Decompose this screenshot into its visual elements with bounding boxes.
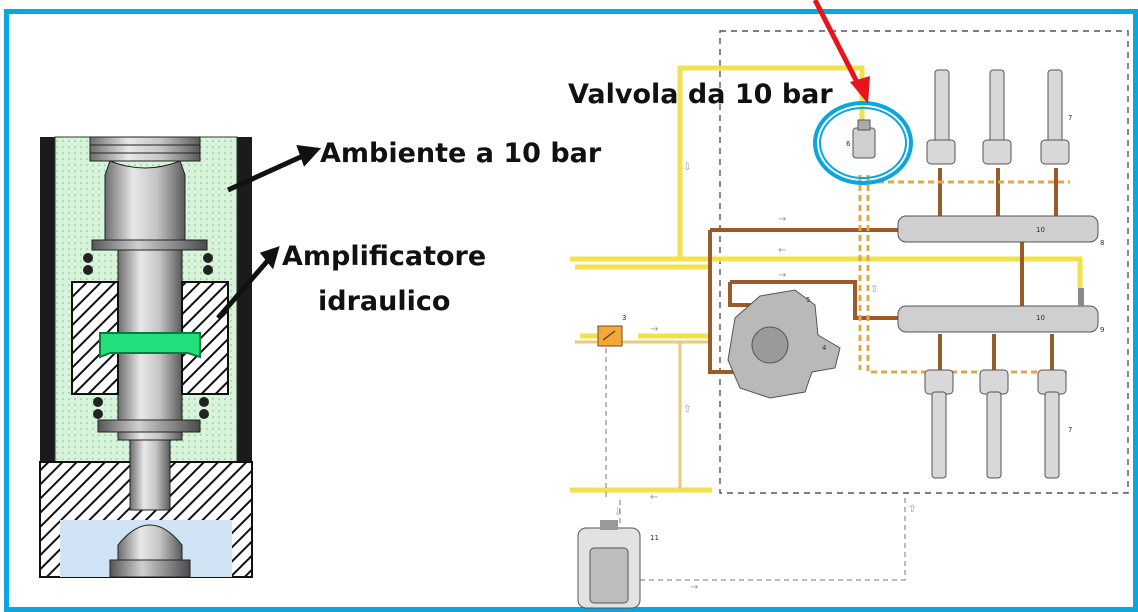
part-number: 4 (822, 344, 827, 352)
amplifier-label-line1: Amplificatore (282, 241, 487, 272)
ambient-label: Ambiente a 10 bar (320, 138, 602, 169)
return-springs (83, 253, 213, 419)
valve-label: Valvola da 10 bar (568, 79, 833, 110)
part-number: 3 (622, 314, 626, 322)
svg-text:←: ← (778, 245, 786, 256)
part-number: 6 (846, 140, 851, 148)
top-cap (89, 136, 201, 162)
valve-highlight-ring (813, 101, 913, 185)
pointer-arrow (812, 0, 870, 104)
svg-text:⇧: ⇧ (870, 284, 878, 295)
part-number: 10 (1036, 226, 1045, 234)
return-lines (858, 175, 1070, 374)
fuel-rails (897, 215, 1099, 333)
pressure-valve (852, 119, 876, 159)
svg-text:→: → (778, 270, 786, 281)
part-number: 9 (1100, 326, 1104, 334)
sensor (597, 325, 623, 347)
fuel-filter (577, 520, 641, 609)
module-boundary (719, 30, 1129, 494)
part-number: 10 (1036, 314, 1045, 322)
svg-text:←: ← (650, 492, 658, 503)
slide-frame (4, 9, 1138, 612)
svg-text:→: → (650, 324, 658, 335)
part-number: 5 (806, 296, 810, 304)
high-pressure-pump (727, 289, 841, 399)
svg-text:⇩: ⇩ (614, 507, 622, 518)
svg-text:⇩: ⇩ (683, 162, 691, 173)
amplifier-label-line2: idraulico (318, 286, 451, 317)
part-number: 8 (1100, 239, 1104, 247)
svg-text:→: → (690, 582, 698, 593)
svg-text:⇧: ⇧ (908, 504, 916, 515)
part-number: 7 (1068, 114, 1072, 122)
lower-body (39, 439, 253, 578)
part-numbers: 6 7 7 8 9 10 10 5 4 3 11 (622, 114, 1104, 542)
svg-text:⇧: ⇧ (683, 404, 691, 415)
amplifier-blocks (71, 281, 229, 395)
upper-injectors (926, 69, 1070, 165)
low-pressure-lines (570, 65, 1083, 493)
svg-text:→: → (778, 214, 786, 225)
green-piston (99, 332, 201, 359)
callout-leaders (216, 145, 322, 320)
part-number: 11 (650, 534, 659, 542)
lower-injectors (924, 369, 1067, 479)
part-number: 7 (1068, 426, 1072, 434)
high-pressure-lines (708, 168, 1058, 374)
